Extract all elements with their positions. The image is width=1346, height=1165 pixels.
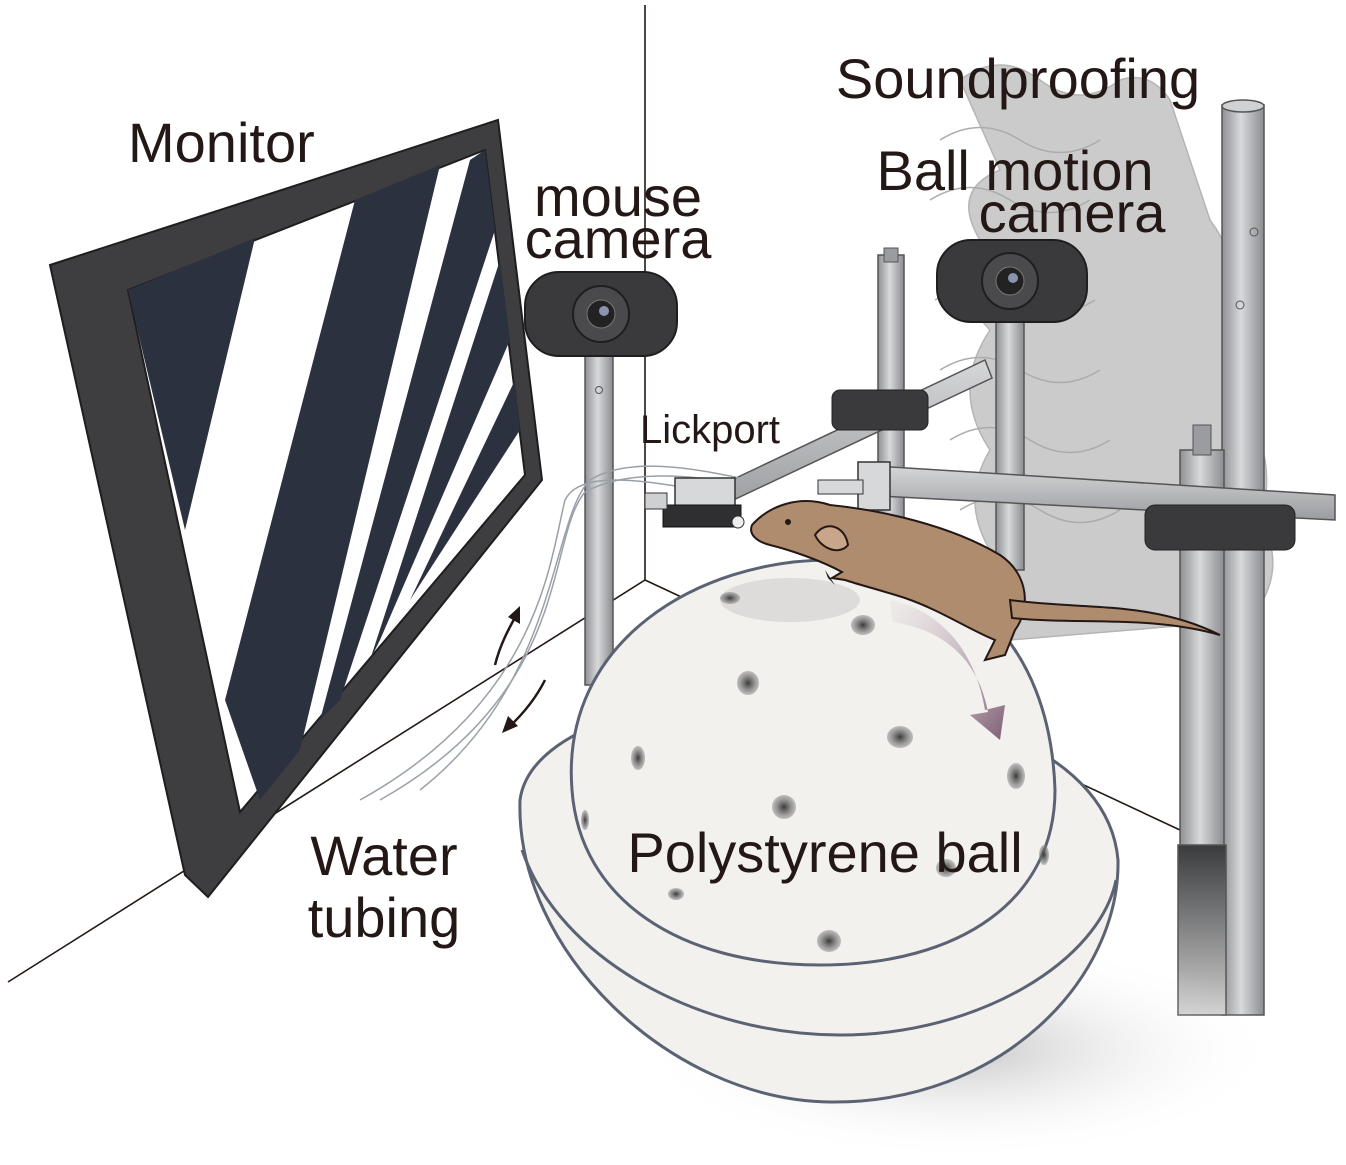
label-water-tubing-line2: tubing	[308, 886, 461, 949]
label-soundproofing: Soundproofing	[836, 47, 1200, 110]
mouse	[750, 500, 1221, 662]
monitor	[48, 118, 544, 899]
ball-spots	[581, 592, 1049, 952]
mouse-camera	[524, 271, 678, 357]
label-polystyrene-ball: Polystyrene ball	[627, 821, 1022, 884]
label-mouse-camera-line1: mouse	[534, 165, 702, 228]
label-water-tubing-line1: Water	[310, 824, 457, 887]
support-rods	[699, 358, 1336, 551]
label-monitor: Monitor	[128, 111, 315, 174]
polystyrene-ball	[569, 558, 1057, 967]
label-ball-camera-line2: camera	[979, 181, 1167, 244]
label-lickport: Lickport	[640, 408, 780, 452]
right-pole-back	[1221, 99, 1265, 1016]
flow-arrows	[493, 606, 547, 733]
mouse-camera-pole	[584, 354, 614, 686]
lickport	[644, 477, 745, 529]
water-tubing	[359, 465, 741, 801]
ball-motion-camera	[936, 239, 1088, 323]
rotation-arrow	[890, 600, 1005, 740]
label-mouse-camera-line2: camera	[525, 207, 713, 270]
label-ball-camera-line1: Ball motion	[876, 139, 1153, 202]
head-post-holder	[817, 461, 891, 511]
